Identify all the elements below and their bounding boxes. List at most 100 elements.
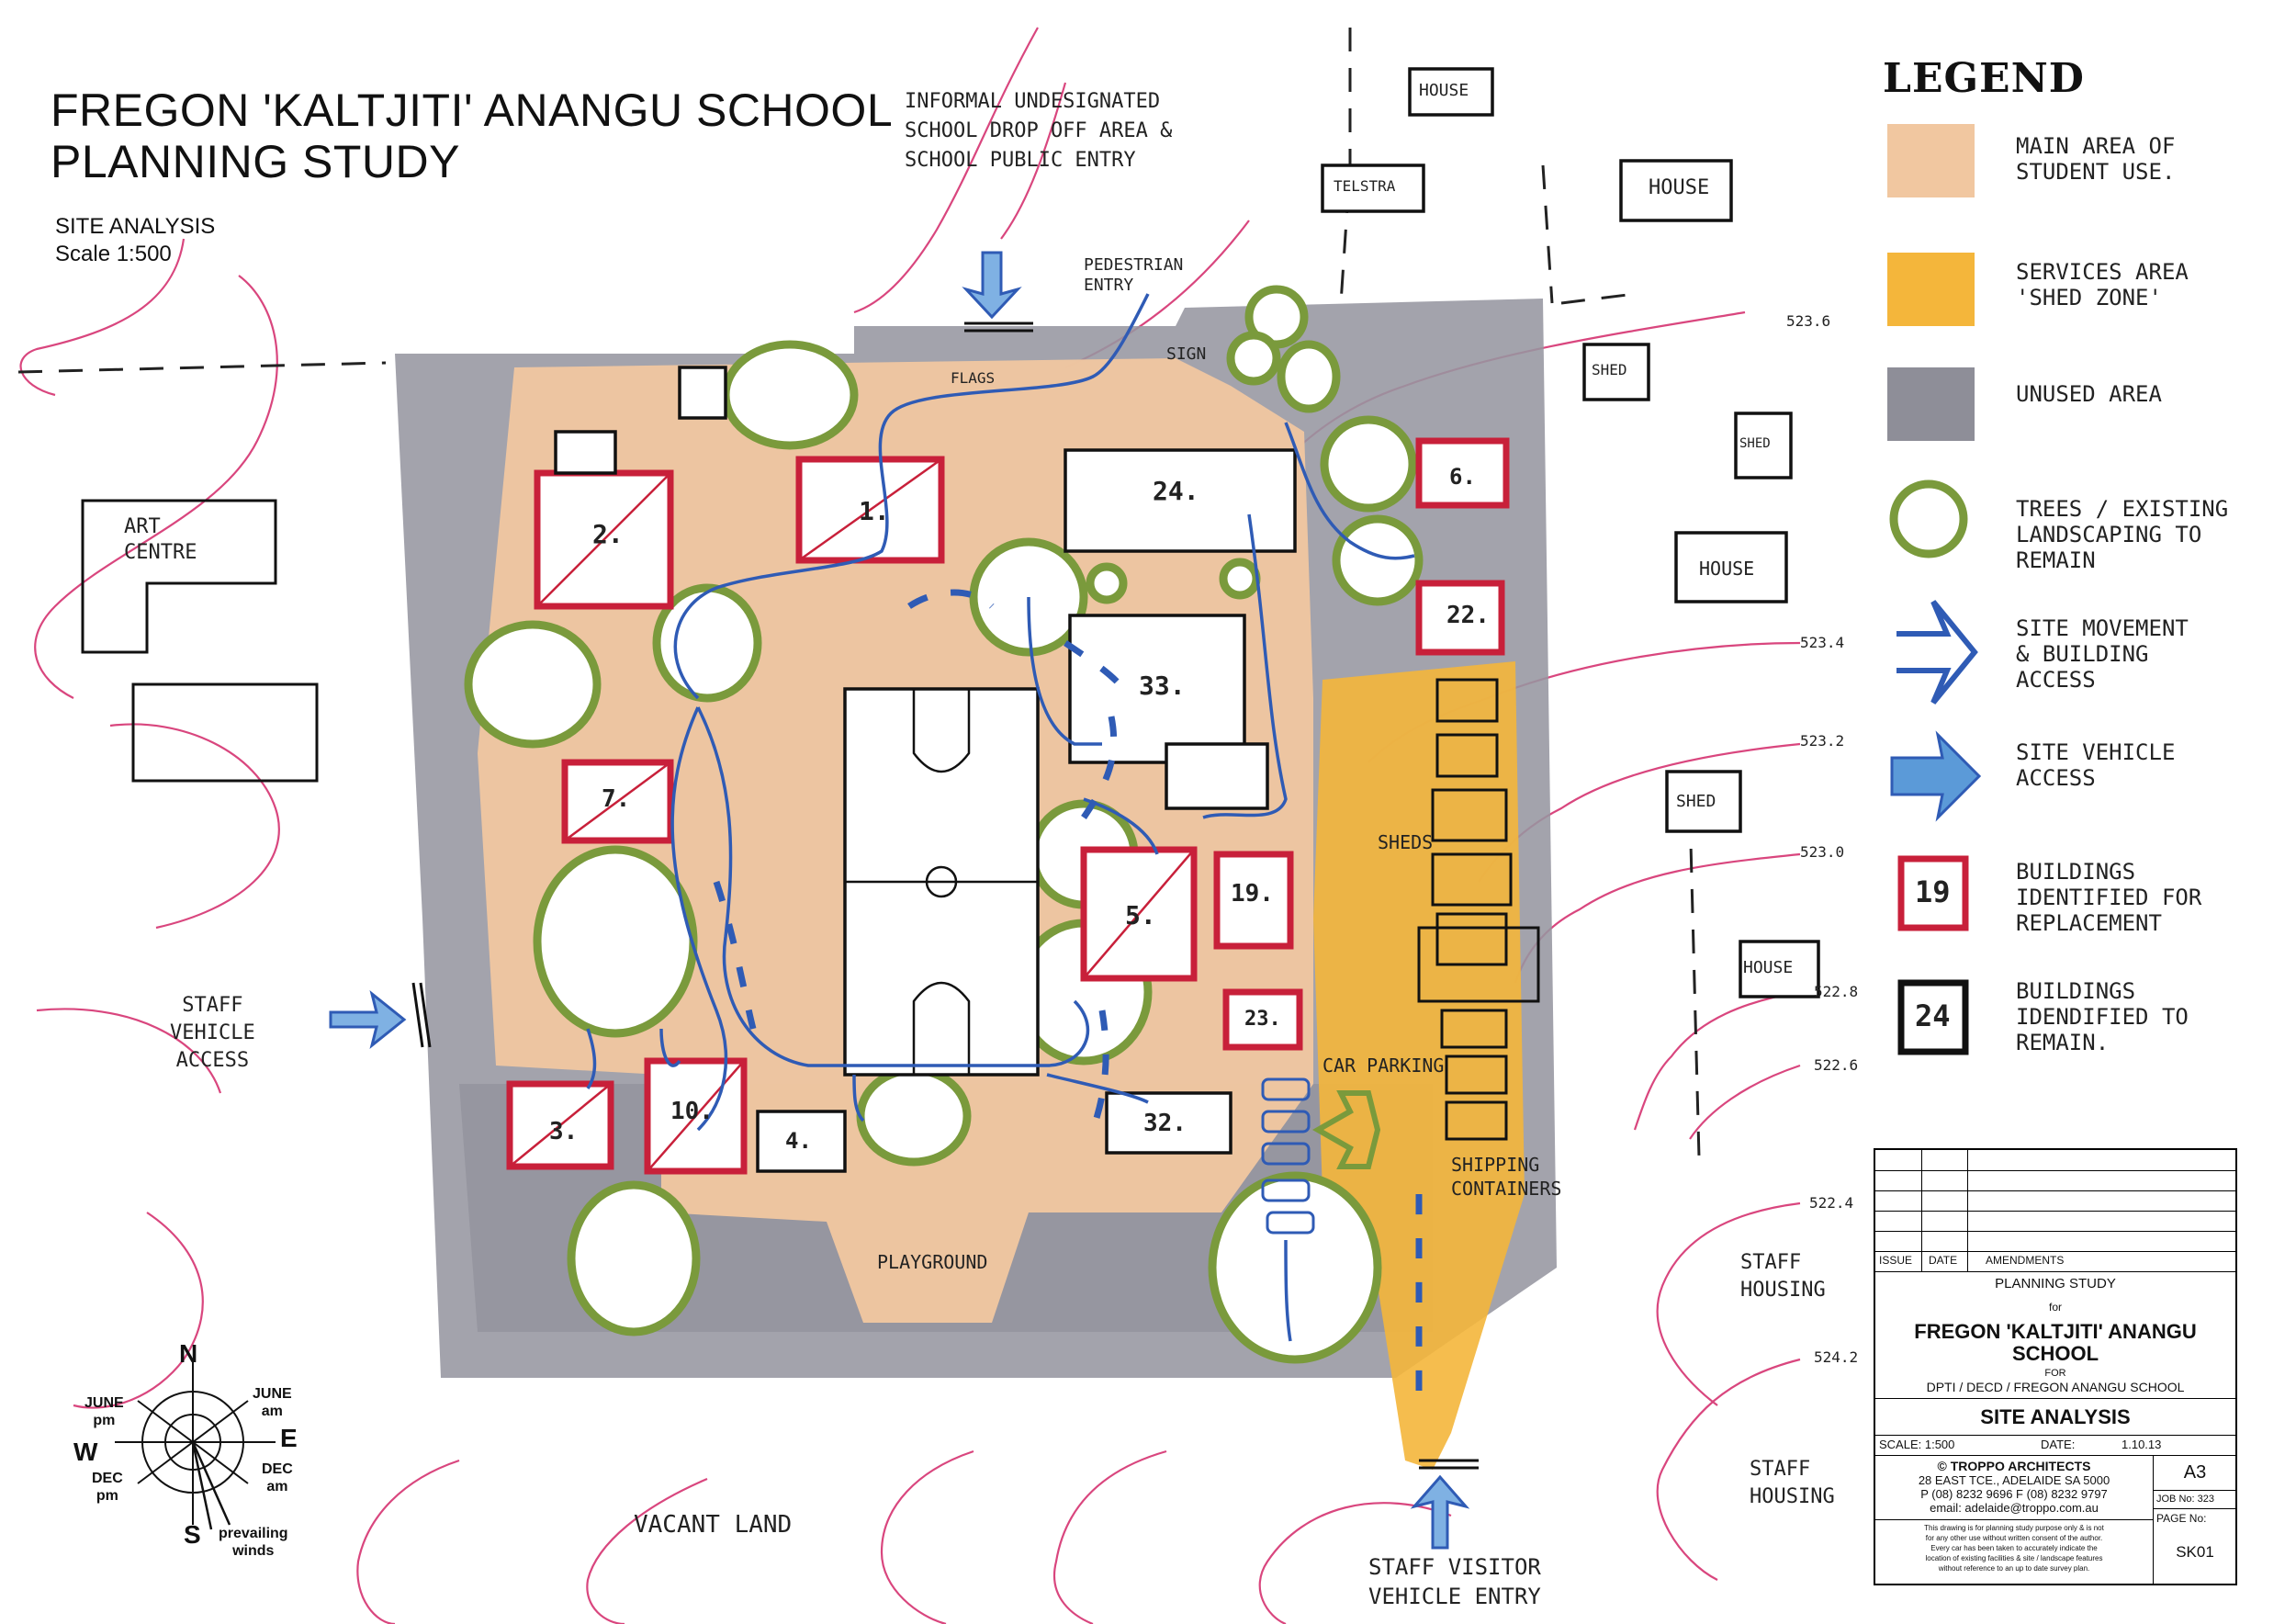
legend-title: LEGEND	[1883, 55, 2085, 102]
sh2-line-1: STAFF	[1750, 1458, 1811, 1481]
staff-housing-label-1: STAFF HOUSING	[1740, 1249, 1826, 1304]
legend-4-line-1: SITE MOVEMENT	[2016, 615, 2189, 641]
dec-pm-2: pm	[96, 1488, 118, 1504]
left-buildings	[81, 499, 319, 783]
tb-vline-2	[1967, 1150, 1968, 1271]
drop-off-line-2: SCHOOL DROP OFF AREA &	[905, 119, 1173, 142]
tb-drawing-title-row: SITE ANALYSIS	[1875, 1398, 2235, 1436]
car-parking-arrow	[1311, 1090, 1381, 1169]
contour-label-5228: 522.8	[1814, 983, 1859, 1000]
building-23-number: 23.	[1244, 1008, 1281, 1031]
building-6-number: 6.	[1449, 464, 1476, 490]
compass-w: W	[73, 1438, 98, 1466]
tb-header-row: ISSUE DATE AMENDMENTS	[1875, 1251, 2235, 1272]
compass-dec-am: DEC am	[262, 1460, 293, 1495]
legend-item-unused: UNUSED AREA	[2016, 381, 2236, 407]
legend-symbol-24: 24	[1915, 998, 1951, 1033]
drop-off-note: INFORMAL UNDESIGNATED SCHOOL DROP OFF AR…	[905, 87, 1172, 175]
legend-7-line-3: REMAIN.	[2016, 1030, 2110, 1055]
legend-7-line-1: BUILDINGS	[2016, 978, 2136, 1004]
tb-page-no-label: PAGE No:	[2156, 1512, 2207, 1525]
compass-e: E	[280, 1424, 298, 1452]
tb-school: FREGON 'KALTJITI' ANANGU SCHOOL	[1875, 1321, 2235, 1365]
tb-drawing-title: SITE ANALYSIS	[1980, 1405, 2131, 1428]
tb-vline-1	[1921, 1150, 1922, 1271]
sve-line-1: STAFF VISITOR	[1368, 1554, 1541, 1580]
tb-scale: SCALE: 1:500	[1879, 1438, 1955, 1451]
compass-n: N	[179, 1339, 198, 1368]
legend-item-trees: TREES / EXISTING LANDSCAPING TO REMAIN	[2016, 496, 2236, 573]
contour-label-5230: 523.0	[1800, 843, 1845, 861]
sh1-line-2: HOUSING	[1740, 1279, 1826, 1302]
building-32-number: 32.	[1143, 1110, 1187, 1137]
winds-1: prevailing	[219, 1526, 288, 1541]
legend-4-line-3: ACCESS	[2016, 667, 2096, 693]
staff-visitor-entry-label: STAFF VISITOR VEHICLE ENTRY	[1368, 1552, 1541, 1611]
legend-5-line-2: ACCESS	[2016, 765, 2096, 791]
tb-job-no: JOB No: 323	[2156, 1494, 2214, 1505]
tb-planning-study: PLANNING STUDY	[1995, 1276, 2116, 1291]
vacant-land-label: VACANT LAND	[634, 1511, 793, 1539]
tb-firm-block: © TROPPO ARCHITECTS 28 EAST TCE., ADELAI…	[1875, 1455, 2153, 1520]
june-pm-1: JUNE	[84, 1395, 124, 1411]
sheds-containers	[1417, 678, 1540, 1141]
compass-dec-pm: DEC pm	[92, 1470, 123, 1505]
shed-label-1: SHED	[1592, 361, 1627, 378]
legend-7-line-2: IDENDIFIED TO	[2016, 1004, 2189, 1030]
contour-label-5236: 523.6	[1786, 312, 1831, 330]
compass-s: S	[184, 1520, 201, 1549]
sh2-line-2: HOUSING	[1750, 1485, 1835, 1508]
legend-item-services: SERVICES AREA 'SHED ZONE'	[2016, 259, 2236, 310]
legend-1-line-1: SERVICES AREA	[2016, 259, 2189, 285]
june-am-1: JUNE	[253, 1386, 292, 1402]
shed-label-2: SHED	[1739, 436, 1771, 451]
legend-item-remain: BUILDINGS IDENDIFIED TO REMAIN.	[2016, 978, 2236, 1055]
tb-project-row: PLANNING STUDY for FREGON 'KALTJITI' ANA…	[1875, 1271, 2235, 1399]
tb-firm: © TROPPO ARCHITECTS	[1937, 1459, 2091, 1473]
building-3-number: 3.	[549, 1118, 579, 1145]
tb-amend-row-3	[1875, 1190, 2235, 1212]
tb-issue: ISSUE	[1879, 1254, 1913, 1267]
shipping-line-1: SHIPPING	[1451, 1154, 1540, 1176]
title-block: ISSUE DATE AMENDMENTS PLANNING STUDY for…	[1874, 1148, 2237, 1585]
legend-5-line-1: SITE VEHICLE	[2016, 739, 2176, 765]
subtitle-line-2: Scale 1:500	[55, 242, 172, 266]
building-1-number: 1.	[859, 496, 890, 526]
contour-label-5226: 522.6	[1814, 1056, 1859, 1074]
trees	[464, 285, 1424, 1364]
tb-address: 28 EAST TCE., ADELAIDE SA 5000	[1918, 1473, 2110, 1487]
tb-amend-row-4	[1875, 1211, 2235, 1232]
tb-disc-3: Every car has been taken to accurately i…	[1930, 1544, 2098, 1552]
contour-label-5224: 522.4	[1809, 1194, 1854, 1212]
legend-4-line-2: & BUILDING	[2016, 641, 2149, 667]
drawing-title: FREGON 'KALTJITI' ANANGU SCHOOL PLANNING…	[51, 85, 893, 187]
tb-sheet-divider	[2154, 1490, 2236, 1491]
sve-line-2: VEHICLE ENTRY	[1368, 1584, 1541, 1609]
building-22-number: 22.	[1446, 602, 1490, 629]
services-area	[1313, 661, 1525, 1470]
legend-0-line-2: STUDENT USE.	[2016, 159, 2176, 185]
playground-label: PLAYGROUND	[877, 1251, 988, 1273]
dec-am-1: DEC	[262, 1461, 293, 1477]
sheds-label: SHEDS	[1378, 831, 1434, 853]
tb-amend-row-5	[1875, 1231, 2235, 1252]
art-centre-line-1: ART	[124, 515, 161, 538]
legend-6-line-2: IDENTIFIED FOR	[2016, 885, 2202, 910]
legend-3-line-3: REMAIN	[2016, 547, 2096, 573]
tb-for2: FOR	[2044, 1368, 2066, 1379]
dec-pm-1: DEC	[92, 1471, 123, 1486]
house-top-label: HOUSE	[1419, 81, 1469, 100]
tb-email: email: adelaide@troppo.com.au	[1930, 1501, 2099, 1515]
compass-june-pm: JUNE pm	[84, 1394, 124, 1429]
remain-buildings	[554, 67, 1820, 1173]
tb-disclaimer: This drawing is for planning study purpo…	[1875, 1523, 2153, 1573]
tb-amend-row-1	[1875, 1150, 2235, 1171]
legend-1-line-2: 'SHED ZONE'	[2016, 285, 2162, 310]
house-label-1: HOUSE	[1649, 176, 1710, 199]
vehicle-access-arrows	[329, 251, 1470, 1550]
site-movement-paths	[586, 293, 1415, 1342]
tb-disclaimer-text: This drawing is for planning study purpo…	[1875, 1523, 2153, 1573]
gates	[411, 321, 1479, 1470]
legend-symbol-19: 19	[1915, 874, 1951, 909]
building-4-number: 4.	[785, 1128, 812, 1154]
